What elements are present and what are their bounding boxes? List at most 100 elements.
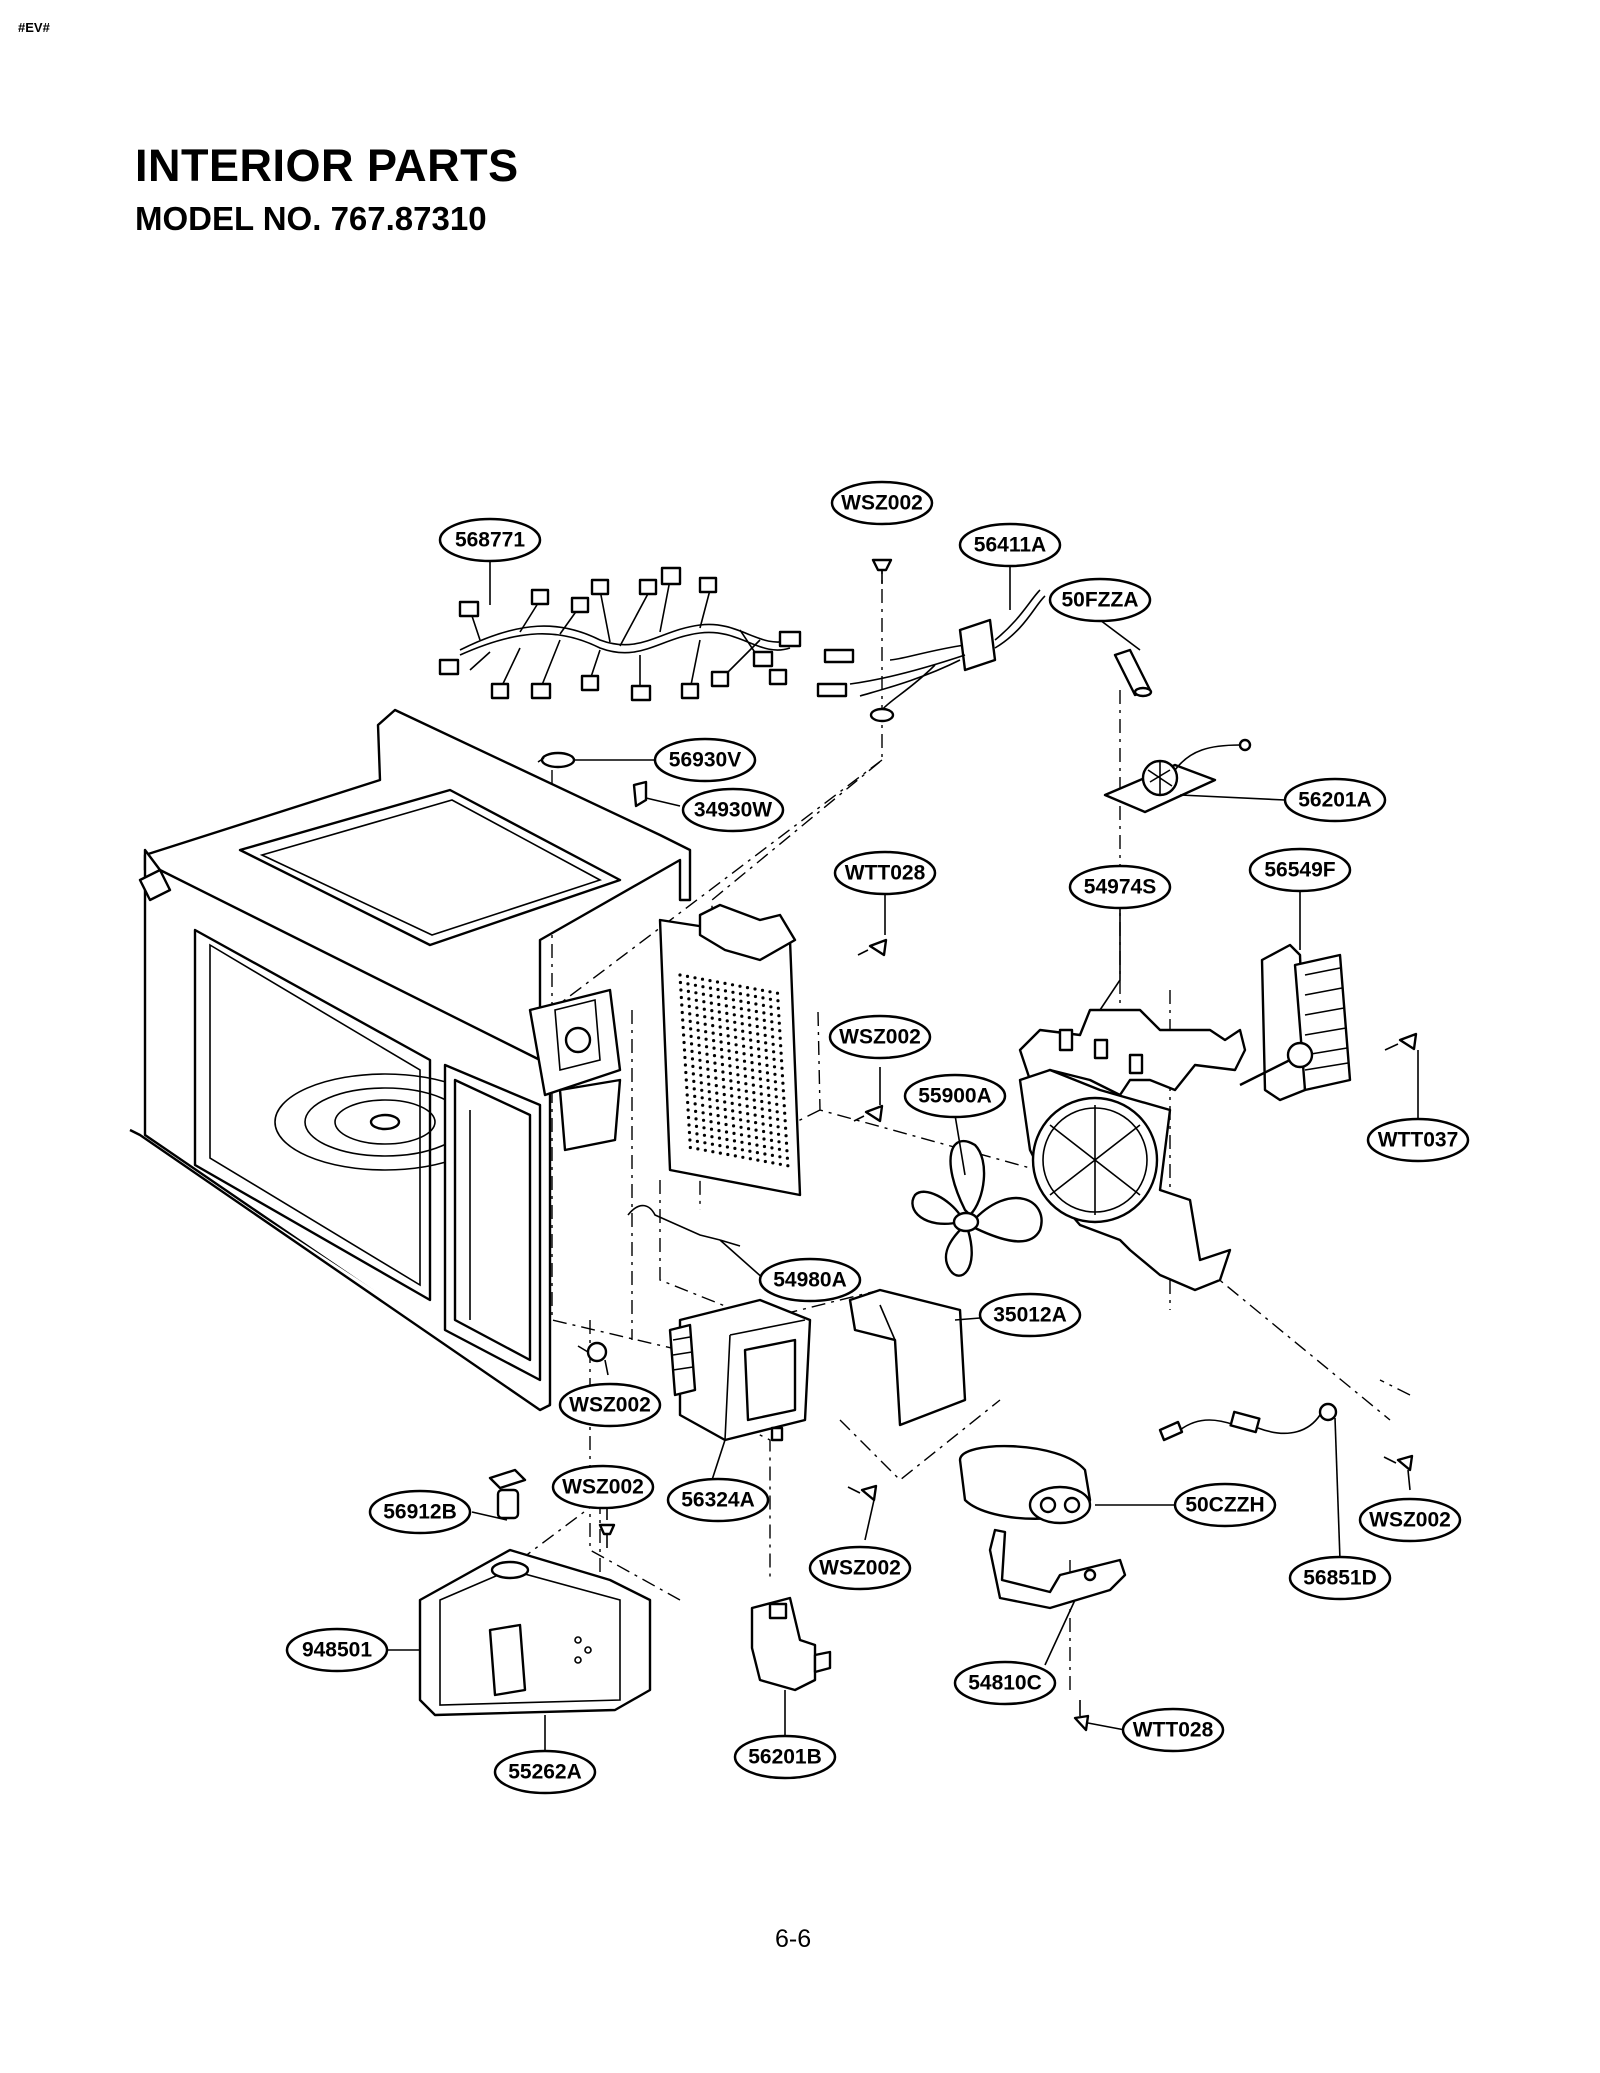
vent-hole [704,1045,709,1049]
vent-hole [723,1107,727,1112]
vent-hole [714,1084,718,1088]
capacitor-drawing [958,1444,1092,1525]
wire-harness-drawing [438,566,802,702]
vent-hole [755,1017,759,1021]
vent-hole [770,1146,774,1150]
vent-hole [761,1003,766,1008]
part-label: 56324A [681,1489,755,1512]
vent-hole [783,1111,787,1115]
vent-hole [746,1127,751,1131]
vent-hole [691,1064,695,1068]
vent-hole [727,1056,732,1060]
vent-hole [717,1002,721,1007]
vent-hole [761,1122,765,1126]
part-callout-948501: 948501 [285,1627,389,1673]
vent-hole [695,1006,699,1010]
assembly-guide-lines [519,560,1411,1690]
page-title: INTERIOR PARTS [135,140,519,191]
vent-hole [704,1037,708,1041]
vent-hole [766,1078,770,1082]
vent-hole [780,1066,784,1070]
vent-hole [710,1016,714,1020]
vent-hole [693,1102,697,1106]
part-callout-50czzh: 50CZZH [1173,1482,1277,1528]
vent-hole [779,1044,783,1048]
part-callout-wtt037: WTT037 [1366,1117,1470,1163]
vent-hole [724,1122,728,1127]
vent-hole [770,1020,774,1024]
hv-diode-drawing [1158,1402,1338,1442]
vent-hole [712,1054,717,1058]
part-callout-wsz002-right: WSZ002 [1358,1497,1462,1543]
part-label: 56411A [974,534,1046,557]
part-label: 56201A [1298,789,1372,812]
vent-hole [690,1057,695,1061]
vent-hole [701,985,705,989]
vent-hole [764,1041,768,1045]
vent-hole [695,1013,699,1017]
part-callout-wsz002-mid: WSZ002 [828,1014,932,1060]
vent-hole [757,1062,762,1066]
part-callout-56201b: 56201B [733,1734,837,1780]
vent-hole [685,974,690,979]
vent-hole [686,989,691,994]
vent-hole [678,980,683,985]
vent-hole [725,1011,729,1016]
vent-hole [763,1152,767,1156]
vent-hole [700,1088,704,1092]
vent-hole [688,1019,692,1024]
vent-hole [782,1104,786,1108]
vent-hole [724,1004,728,1008]
vent-hole [731,1124,736,1128]
fan-blade-drawing [911,1139,1043,1277]
vent-hole [741,1037,745,1041]
vent-hole [695,1139,700,1143]
vent-hole [775,1110,779,1114]
part-label: WTT028 [1133,1719,1214,1742]
vent-hole [724,1130,729,1134]
vent-hole [774,1087,778,1091]
vent-hole [738,1103,742,1107]
vent-hole [758,1077,763,1081]
vent-hole [694,998,698,1002]
part-callout-wtt028-bottom: WTT028 [1121,1707,1225,1753]
vent-hole [739,1118,743,1122]
vent-hole [773,1072,777,1076]
vent-hole [781,1089,785,1093]
vent-hole [747,1008,751,1012]
vent-hole [753,1113,757,1117]
vent-hole [755,1143,759,1147]
vent-hole [778,1162,782,1166]
vent-hole [733,1154,737,1158]
vent-hole [689,1034,693,1038]
vent-hole [738,992,743,996]
vent-hole [767,1101,771,1105]
vent-hole [693,1094,697,1098]
vent-hole [742,1059,747,1063]
vent-hole [729,1086,733,1090]
vent-hole [710,1142,715,1146]
vent-hole [687,1123,691,1127]
hv-fuse-holder-drawing [750,1596,832,1692]
vent-hole [754,1009,758,1014]
part-label: WTT028 [845,862,926,885]
vent-hole [698,1066,703,1070]
vent-hole [702,1133,707,1137]
vent-hole [715,980,720,984]
vent-hole [776,999,780,1003]
vent-hole [762,1137,766,1141]
vent-hole [707,1090,711,1094]
part-callout-wsz002-left: WSZ002 [558,1382,662,1428]
vent-hole [765,1063,769,1067]
vent-hole [763,1033,767,1037]
vent-hole [772,1050,776,1054]
vent-hole [724,996,728,1001]
vent-hole [769,1012,773,1016]
vent-hole [720,1062,725,1067]
vent-hole [680,1003,684,1007]
vent-hole [718,1017,722,1022]
vent-hole [708,1105,712,1109]
vent-hole [756,1158,760,1162]
vent-hole [703,1022,707,1026]
